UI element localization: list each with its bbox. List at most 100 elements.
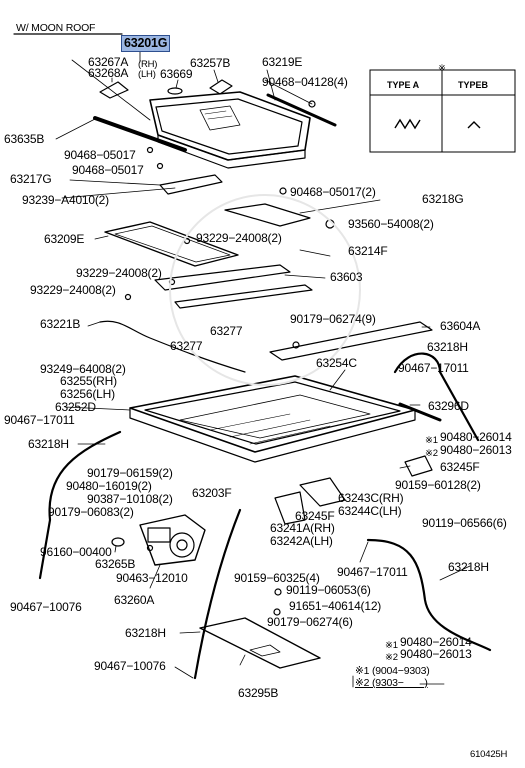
- part-label-63252d[interactable]: 63252D: [55, 400, 96, 414]
- hose-63218h-right-drawing: [366, 538, 492, 652]
- mark-1: ※1: [425, 435, 438, 446]
- part-label-63635b[interactable]: 63635B: [4, 132, 45, 146]
- part-label-93229-24008b[interactable]: 93229−24008(2): [76, 266, 162, 280]
- part-label-93229-24008a[interactable]: 93229−24008(2): [196, 231, 282, 245]
- part-label-63217g[interactable]: 63217G: [10, 172, 52, 186]
- part-label-90467-10076a[interactable]: 90467−10076: [10, 600, 82, 614]
- part-label-63203f[interactable]: 63203F: [192, 486, 232, 500]
- housing-63252d-drawing: [129, 375, 416, 463]
- part-label-90387-10108[interactable]: 90387−10108(2): [87, 492, 173, 506]
- part-label-63277b[interactable]: 63277: [170, 339, 203, 353]
- part-label-63268a[interactable]: 63268A: [88, 66, 129, 80]
- part-label-93249-64008[interactable]: 93249−64008(2): [40, 362, 126, 376]
- part-label-90468-04128[interactable]: 90468−04128(4): [262, 75, 348, 89]
- part-label-96160-00400[interactable]: 96160−00400: [40, 545, 112, 559]
- type-legend-box: [369, 69, 516, 153]
- part-label-63669[interactable]: 63669: [160, 67, 193, 81]
- bracket-63217g-drawing: [159, 174, 223, 195]
- part-label-90480-26014a[interactable]: 90480−26014: [440, 430, 512, 444]
- legend-note-1: ※1 (9004−9303): [355, 665, 430, 677]
- part-label-90119-06053[interactable]: 90119−06053(6): [286, 583, 371, 597]
- mark-2: ※2: [425, 448, 438, 459]
- part-label-90468-05017a[interactable]: 90468−05017: [64, 148, 136, 162]
- cable-63604a-drawing: [269, 321, 433, 361]
- part-label-93239-a4010[interactable]: 93239−A4010(2): [22, 193, 109, 207]
- part-label-91651-40614[interactable]: 91651−40614(12): [289, 599, 382, 613]
- bracket-63267a-drawing: [99, 81, 129, 99]
- part-label-90480-26013a[interactable]: 90480−26013: [440, 443, 512, 457]
- part-label-63255[interactable]: 63255(RH): [60, 374, 117, 388]
- watermark-seal: [169, 194, 361, 386]
- part-label-90467-17011b[interactable]: 90467−17011: [4, 413, 75, 427]
- part-label-93560-54008[interactable]: 93560−54008(2): [348, 217, 434, 231]
- part-label-63265b[interactable]: 63265B: [95, 557, 136, 571]
- part-label-63296d[interactable]: 63296D: [428, 399, 469, 413]
- section-title: W/ MOON ROOF: [16, 22, 96, 34]
- part-label-63219e[interactable]: 63219E: [262, 55, 303, 69]
- part-label-63218h-left[interactable]: 63218H: [28, 437, 69, 451]
- part-label-63256[interactable]: 63256(LH): [60, 387, 115, 401]
- part-label-63218h-upper[interactable]: 63218H: [427, 340, 468, 354]
- part-label-lh: (LH): [138, 69, 156, 80]
- part-label-63241a[interactable]: 63241A(RH): [270, 521, 335, 535]
- bracket-63243c-drawing: [299, 477, 346, 507]
- part-label-90179-06274b[interactable]: 90179−06274(6): [267, 615, 353, 629]
- part-label-90480-26013b[interactable]: 90480−26013: [400, 647, 472, 661]
- legend-type-b: TYPEB: [458, 80, 489, 90]
- part-label-63603[interactable]: 63603: [330, 270, 363, 284]
- part-label-63254c[interactable]: 63254C: [316, 356, 357, 370]
- part-label-90468-05017c[interactable]: 90468−05017(2): [290, 185, 376, 199]
- hose-63218h-left-drawing: [38, 430, 122, 580]
- part-label-63245f-b[interactable]: 63245F: [295, 509, 335, 523]
- hose-63218h-lower-drawing: [193, 508, 242, 680]
- part-label-90179-06159[interactable]: 90179−06159(2): [87, 466, 173, 480]
- bracket-63245f-drawing: [404, 455, 433, 477]
- part-label-63209e[interactable]: 63209E: [44, 232, 85, 246]
- part-label-63218h-right[interactable]: 63218H: [448, 560, 489, 574]
- rail-63603-drawing: [154, 264, 291, 291]
- part-label-rh: (RH): [138, 59, 158, 70]
- bracket-63218g-drawing: [224, 203, 311, 227]
- part-label-90468-05017b[interactable]: 90468−05017: [72, 163, 144, 177]
- legend-note-2: ※2 (9303− ): [355, 677, 428, 689]
- figure-code: 610425H: [470, 749, 508, 760]
- part-label-63295b[interactable]: 63295B: [238, 686, 279, 700]
- part-label-63218h-lower[interactable]: 63218H: [125, 626, 166, 640]
- part-label-90480-16019[interactable]: 90480−16019(2): [66, 479, 152, 493]
- part-label-63257b[interactable]: 63257B: [190, 56, 231, 70]
- part-label-63260a[interactable]: 63260A: [114, 593, 155, 607]
- pad-63669-drawing: [167, 87, 183, 95]
- part-label-90467-17011c[interactable]: 90467−17011: [337, 565, 408, 579]
- legend-type-a: TYPE A: [387, 80, 420, 90]
- part-label-93229-24008c[interactable]: 93229−24008(2): [30, 283, 116, 297]
- motor-63260a-drawing: [139, 514, 206, 566]
- part-label-90159-60128[interactable]: 90159−60128(2): [395, 478, 481, 492]
- highlighted-part-number[interactable]: 63201G: [121, 35, 171, 52]
- bracket-63257b-drawing: [209, 79, 233, 95]
- mark-2b: ※2: [385, 652, 398, 663]
- part-label-90179-06083[interactable]: 90179−06083(2): [48, 505, 134, 519]
- part-label-90467-17011a[interactable]: 90467−17011: [398, 361, 469, 375]
- part-label-90467-10076b[interactable]: 90467−10076: [94, 659, 166, 673]
- strip-63296d-drawing: [398, 402, 442, 422]
- panel-63295b-drawing: [199, 617, 321, 669]
- part-label-90480-26014b[interactable]: 90480−26014: [400, 635, 472, 649]
- part-label-63604a[interactable]: 63604A: [440, 319, 481, 333]
- part-label-63267a[interactable]: 63267A: [88, 55, 129, 69]
- part-label-63242a[interactable]: 63242A(LH): [270, 534, 333, 548]
- part-label-90463-12010[interactable]: 90463−12010: [116, 571, 188, 585]
- legend-mark: ※: [438, 63, 446, 74]
- part-label-63244c[interactable]: 63244C(LH): [338, 504, 402, 518]
- part-label-63221b[interactable]: 63221B: [40, 317, 81, 331]
- part-label-90159-60325[interactable]: 90159−60325(4): [234, 571, 320, 585]
- part-label-90179-06274a[interactable]: 90179−06274(9): [290, 312, 376, 326]
- part-label-63277a[interactable]: 63277: [210, 324, 243, 338]
- part-label-90119-06566[interactable]: 90119−06566(6): [422, 516, 507, 530]
- part-label-63218g[interactable]: 63218G: [422, 192, 464, 206]
- frame-63209e-drawing: [104, 221, 239, 267]
- part-label-63245f[interactable]: 63245F: [440, 460, 480, 474]
- hose-63218h-upper-drawing: [393, 352, 480, 442]
- strip-63219e-drawing: [266, 93, 337, 127]
- part-label-63243c[interactable]: 63243C(RH): [338, 491, 404, 505]
- part-label-63214f[interactable]: 63214F: [348, 244, 388, 258]
